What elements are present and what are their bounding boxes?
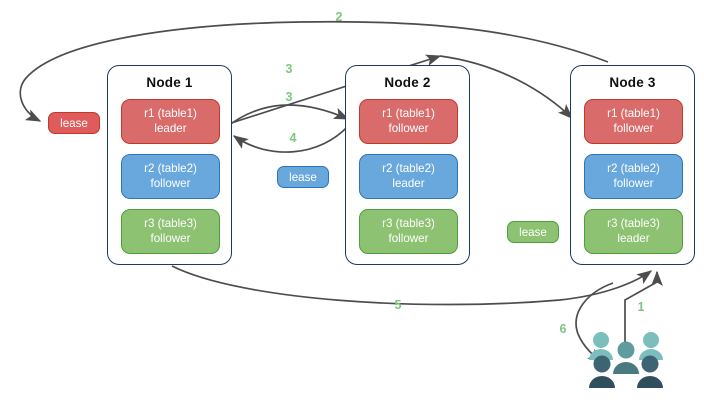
arrow-step-2 (19, 20, 609, 122)
replica-line1: r2 (table2) (144, 162, 197, 176)
lease-badge-green[interactable]: lease (507, 221, 559, 243)
step-label-4: 4 (289, 131, 297, 145)
arrow-step-3-lower (223, 104, 350, 130)
arrow-step-4 (232, 123, 351, 153)
step-label-2: 2 (335, 10, 343, 24)
replica-line2: follower (613, 121, 654, 135)
replica-line2: leader (392, 176, 425, 190)
step-label-6: 6 (559, 322, 567, 336)
users-icon (589, 332, 663, 388)
replica-line1: r1 (table1) (144, 107, 197, 121)
node-title: Node 2 (384, 75, 431, 90)
replica-line2: follower (388, 231, 429, 245)
replica-line2: leader (154, 121, 187, 135)
arrow-step-3-upper-tail (439, 55, 573, 119)
replica-line1: r3 (table3) (382, 217, 435, 231)
replica-line2: follower (388, 121, 429, 135)
replica-line2: leader (617, 231, 650, 245)
lease-badge-blue[interactable]: lease (277, 166, 329, 188)
replica-line1: r2 (table2) (607, 162, 660, 176)
replica-line1: r1 (table1) (382, 107, 435, 121)
step-label-3a: 3 (285, 62, 293, 76)
node-container-node2[interactable]: Node 2 r1 (table1) follower r2 (table2) … (345, 65, 470, 265)
node-container-node1[interactable]: Node 1 r1 (table1) leader r2 (table2) fo… (107, 65, 232, 265)
replica-line1: r2 (table2) (382, 162, 435, 176)
step-label-5: 5 (394, 298, 402, 312)
step-label-1: 1 (637, 300, 645, 314)
arrow-step-1 (624, 270, 663, 345)
replica-line2: follower (613, 176, 654, 190)
replica-line1: r3 (table3) (144, 217, 197, 231)
replica-n3r3[interactable]: r3 (table3) leader (584, 209, 683, 254)
node-title: Node 1 (146, 75, 193, 90)
arrow-step-5 (171, 265, 653, 306)
replica-n2r3[interactable]: r3 (table3) follower (359, 209, 458, 254)
node-container-node3[interactable]: Node 3 r1 (table1) follower r2 (table2) … (570, 65, 695, 265)
node-title: Node 3 (609, 75, 656, 90)
replica-n3r1[interactable]: r1 (table1) follower (584, 99, 683, 144)
replica-n3r2[interactable]: r2 (table2) follower (584, 154, 683, 199)
replica-line2: follower (150, 231, 191, 245)
step-label-3b: 3 (285, 90, 293, 104)
replica-line1: r1 (table1) (607, 107, 660, 121)
replica-n1r3[interactable]: r3 (table3) follower (121, 209, 220, 254)
replica-n1r2[interactable]: r2 (table2) follower (121, 154, 220, 199)
replica-n2r2[interactable]: r2 (table2) leader (359, 154, 458, 199)
replica-line1: r3 (table3) (607, 217, 660, 231)
lease-badge-red[interactable]: lease (48, 112, 100, 134)
replica-n2r1[interactable]: r1 (table1) follower (359, 99, 458, 144)
replica-line2: follower (150, 176, 191, 190)
replica-n1r1[interactable]: r1 (table1) leader (121, 99, 220, 144)
